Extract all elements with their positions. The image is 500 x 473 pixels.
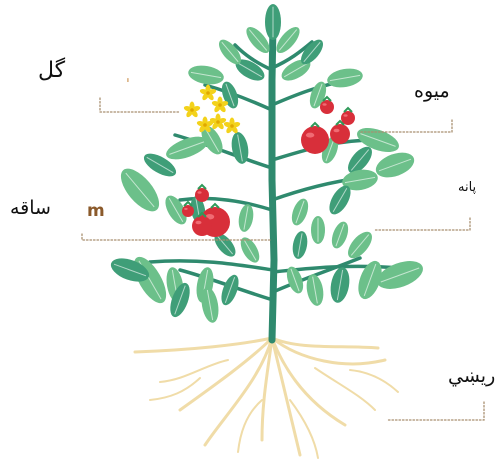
tomato (192, 216, 212, 236)
leader-line (387, 402, 484, 420)
branch (205, 85, 272, 110)
tomato-highlight (197, 191, 201, 194)
stem-marker: m (87, 201, 105, 221)
leader-line (100, 98, 180, 112)
label-flower: گل (38, 58, 65, 83)
label-leaf: پانه (458, 180, 476, 195)
tomato (330, 124, 350, 144)
root-strand (160, 360, 228, 382)
root-strand (272, 338, 300, 455)
root-strand (315, 368, 375, 410)
tomato (182, 205, 194, 217)
tomato (320, 100, 334, 114)
tomato-highlight (306, 133, 314, 138)
flower-center (190, 108, 194, 112)
leader-line (375, 218, 470, 230)
tomato-highlight (184, 208, 188, 210)
tomato (301, 126, 329, 154)
flower-marker: ˌ (126, 68, 130, 84)
flower-center (216, 120, 220, 124)
flower-center (218, 103, 222, 107)
flower-center (206, 91, 210, 95)
tomato-highlight (343, 114, 347, 117)
roots (135, 338, 398, 458)
label-stem: ساقه (10, 197, 51, 219)
root-strand (272, 338, 378, 348)
flower-center (203, 123, 207, 127)
tomato (195, 188, 209, 202)
tomato-highlight (322, 103, 326, 106)
root-strand (135, 338, 272, 352)
label-root: ریښي (448, 365, 495, 387)
flower-center (230, 124, 234, 128)
leaves (108, 4, 427, 324)
tomato-highlight (196, 221, 202, 225)
tomato-highlight (334, 129, 340, 133)
root-strand (238, 400, 262, 452)
root-strand (150, 378, 200, 400)
root-strand (350, 370, 398, 392)
label-fruit: میوه (414, 80, 450, 102)
